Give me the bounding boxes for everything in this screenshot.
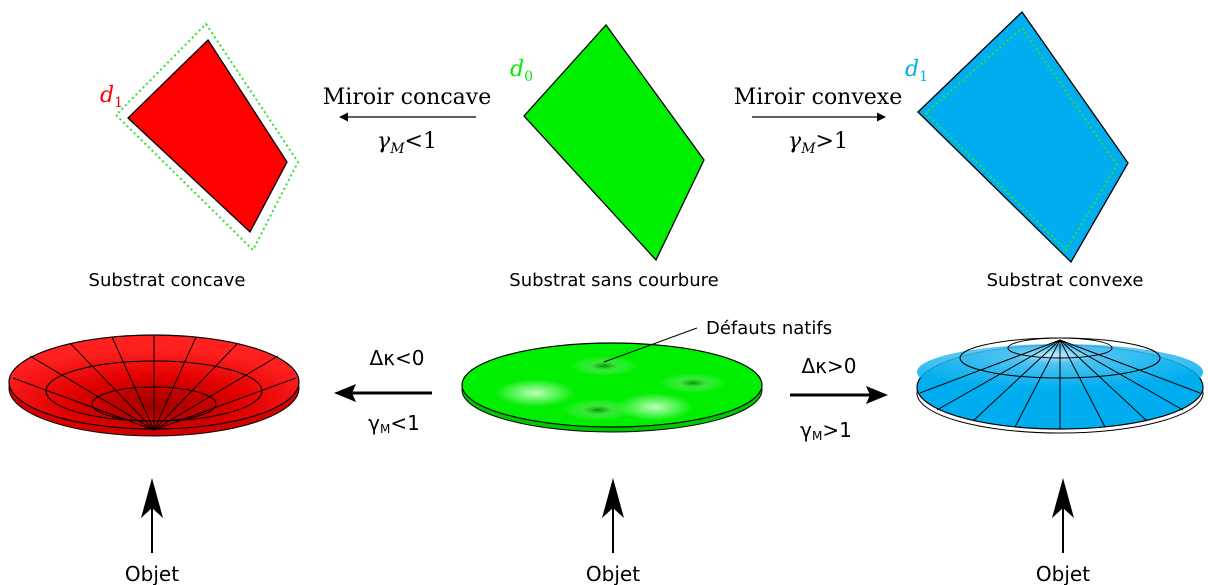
flat-disk [462, 343, 762, 432]
convex-curvature-label: Δκ>0 [802, 354, 857, 378]
convex-gamma-bottom-label: γM>1 [800, 418, 852, 443]
concave-substrate-shape [116, 24, 298, 250]
convex-mirror-label: Miroir convexe [734, 85, 902, 110]
object-arrow-left [141, 478, 163, 553]
convex-thickness-label: d1 [905, 57, 928, 85]
concave-dish [9, 335, 299, 436]
object-label-center: Objet [586, 562, 640, 585]
convex-substrate-shape [918, 12, 1128, 262]
convex-gamma-label: γM>1 [788, 129, 848, 157]
defect-spot [562, 399, 634, 421]
concave-mirror-label: Miroir concave [323, 85, 492, 110]
concave-gamma-bottom-label: γM<1 [368, 411, 420, 436]
defect-spot [659, 373, 727, 393]
defects-label: Défauts natifs [706, 318, 832, 339]
flat-substrate-caption: Substrat sans courbure [509, 270, 718, 291]
concave-curvature-label: Δκ<0 [370, 346, 425, 370]
concave-substrate-caption: Substrat concave [89, 270, 246, 291]
concave-gamma-label: γM<1 [377, 129, 437, 157]
object-arrow-center [602, 478, 624, 553]
convex-dome [917, 338, 1203, 433]
convex-substrate-caption: Substrat convexe [987, 270, 1144, 291]
object-arrow-right [1052, 478, 1074, 553]
defect-spot [570, 356, 638, 376]
flat-substrate-shape [524, 25, 704, 260]
flat-thickness-label: d0 [510, 57, 533, 85]
concave-thickness-label: d1 [100, 83, 123, 111]
object-label-right: Objet [1036, 562, 1090, 585]
object-label-left: Objet [125, 562, 179, 585]
